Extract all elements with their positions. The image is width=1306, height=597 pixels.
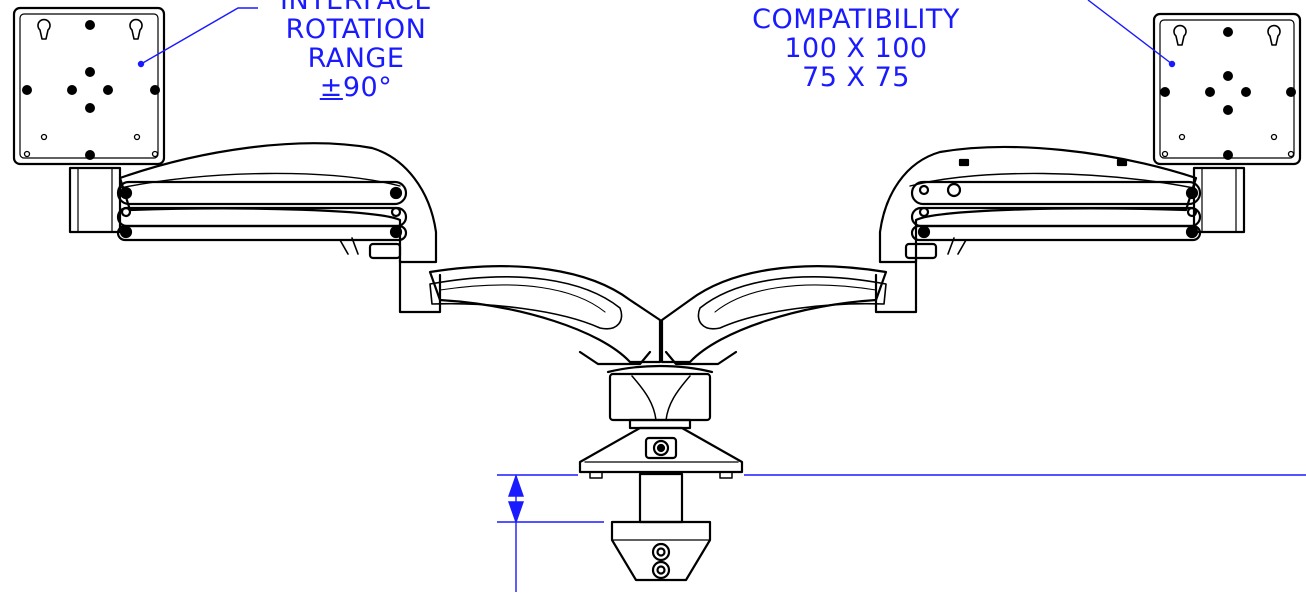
leader-line-rotation	[137, 7, 258, 68]
rotation-degrees: 90°	[342, 72, 393, 103]
rotation-line-2: ROTATION	[285, 14, 427, 45]
desk-thickness-dimension	[497, 473, 1306, 592]
left-vesa-plate	[12, 6, 166, 166]
leader-line-compatibility	[1087, 0, 1176, 68]
left-upper-arm	[68, 142, 438, 264]
right-upper-arm	[878, 145, 1246, 264]
rotation-range-value: ±90°	[256, 73, 456, 102]
rotation-range-annotation: INTERFACE ROTATION RANGE ±90°	[256, 0, 456, 102]
desk-clamp-base	[578, 426, 744, 479]
clamp-screw	[610, 472, 712, 582]
compatibility-size-1: 100 X 100	[784, 33, 928, 64]
plus-minus-symbol: ±	[319, 72, 343, 103]
compatibility-heading: COMPATIBILITY	[752, 4, 960, 35]
left-lower-arm	[398, 258, 662, 366]
rotation-line-3: RANGE	[307, 43, 405, 74]
right-vesa-plate	[1152, 12, 1302, 166]
center-post	[606, 364, 714, 430]
compatibility-size-2: 75 X 75	[802, 62, 910, 93]
right-lower-arm	[660, 258, 918, 366]
vesa-compatibility-annotation: COMPATIBILITY 100 X 100 75 X 75	[726, 5, 986, 92]
rotation-line-1: INTERFACE	[280, 0, 432, 16]
